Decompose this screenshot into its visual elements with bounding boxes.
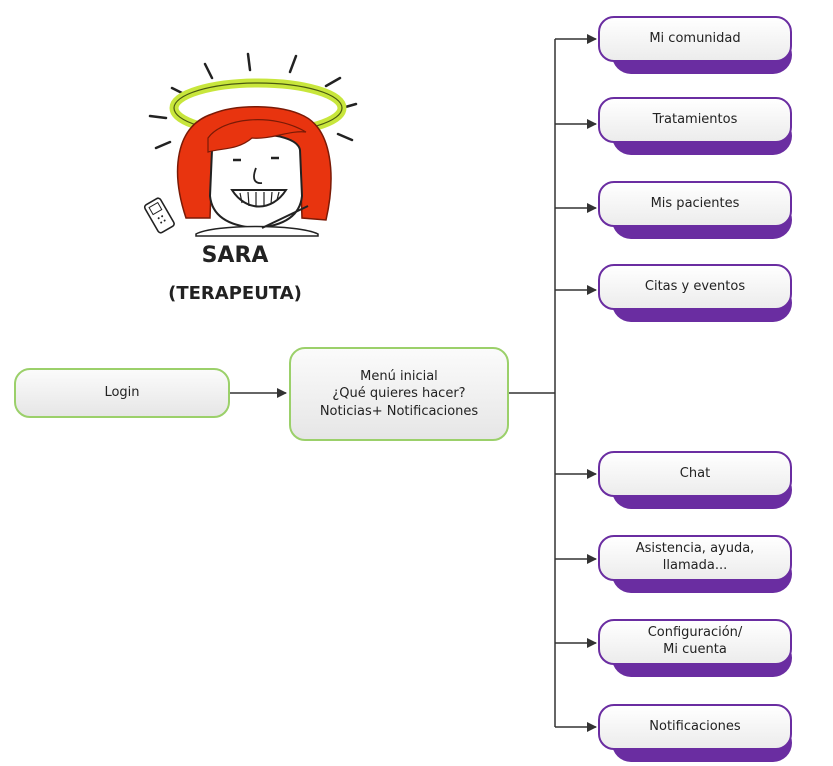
option-label: Tratamientos — [598, 97, 792, 143]
option-label: Mis pacientes — [598, 181, 792, 227]
login-node[interactable]: Login — [14, 368, 230, 418]
main-menu-node[interactable]: Menú inicial ¿Qué quieres hacer? Noticia… — [289, 347, 509, 441]
option-label: Configuración/ Mi cuenta — [598, 619, 792, 665]
option-chat[interactable]: Chat — [598, 451, 792, 509]
persona-name: SARA — [201, 243, 269, 268]
option-label: Asistencia, ayuda, llamada... — [598, 535, 792, 581]
option-citas-y-eventos[interactable]: Citas y eventos — [598, 264, 792, 322]
connector-lines — [230, 34, 597, 732]
option-mi-comunidad[interactable]: Mi comunidad — [598, 16, 792, 74]
option-configuracion[interactable]: Configuración/ Mi cuenta — [598, 619, 792, 677]
login-label: Login — [104, 385, 140, 401]
option-mis-pacientes[interactable]: Mis pacientes — [598, 181, 792, 239]
menu-line-2: ¿Qué quieres hacer? — [332, 386, 466, 402]
option-label: Mi comunidad — [598, 16, 792, 62]
therapist-avatar-icon — [143, 52, 358, 237]
option-tratamientos[interactable]: Tratamientos — [598, 97, 792, 155]
menu-line-3: Noticias+ Notificaciones — [319, 403, 479, 419]
option-notificaciones[interactable]: Notificaciones — [598, 704, 792, 762]
persona-role: (TERAPEUTA) — [168, 283, 302, 304]
option-asistencia[interactable]: Asistencia, ayuda, llamada... — [598, 535, 792, 593]
option-label: Chat — [598, 451, 792, 497]
option-label: Citas y eventos — [598, 264, 792, 310]
option-label: Notificaciones — [598, 704, 792, 750]
menu-line-1: Menú inicial — [360, 368, 438, 384]
